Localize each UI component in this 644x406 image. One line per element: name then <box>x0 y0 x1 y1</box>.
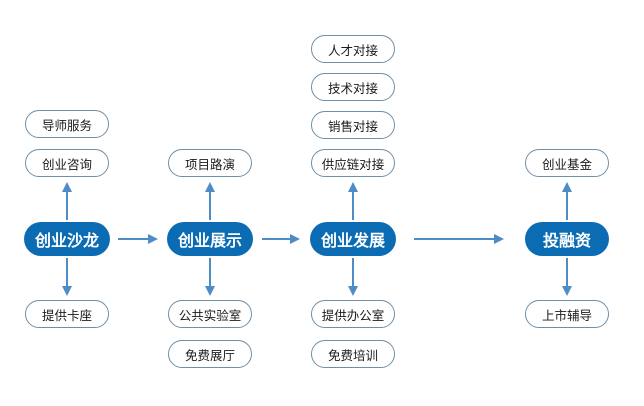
salon-above-item: 导师服务 <box>25 110 109 138</box>
development-above-item: 人才对接 <box>311 35 395 63</box>
showcase-below-item: 公共实验室 <box>168 300 252 328</box>
financing-below-item: 上市辅导 <box>525 300 609 328</box>
stage-salon: 创业沙龙 <box>24 222 110 256</box>
stage-financing: 投融资 <box>525 222 609 256</box>
salon-above-item: 创业咨询 <box>25 149 109 177</box>
showcase-below-item: 免费展厅 <box>168 340 252 368</box>
development-above-item: 技术对接 <box>311 73 395 101</box>
showcase-above-item: 项目路演 <box>168 149 252 177</box>
stage-showcase: 创业展示 <box>167 222 253 256</box>
development-below-item: 提供办公室 <box>311 300 395 328</box>
development-above-item: 供应链对接 <box>311 149 395 177</box>
stage-development: 创业发展 <box>310 222 396 256</box>
development-below-item: 免费培训 <box>311 340 395 368</box>
financing-above-item: 创业基金 <box>525 149 609 177</box>
salon-below-item: 提供卡座 <box>25 300 109 328</box>
development-above-item: 销售对接 <box>311 111 395 139</box>
